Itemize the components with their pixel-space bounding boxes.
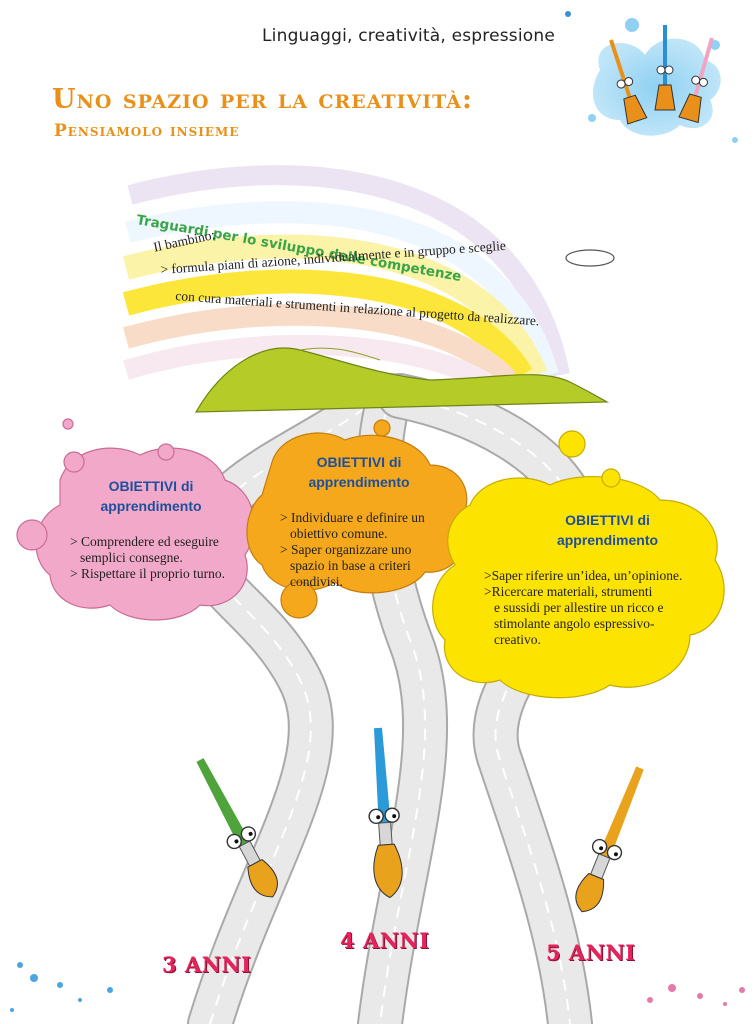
objective-title-line: apprendimento bbox=[100, 498, 202, 514]
objective-title-5-anni: OBIETTIVI di apprendimento bbox=[540, 510, 675, 550]
subject-label: Linguaggi, creatività, espressione bbox=[262, 26, 556, 46]
objective-title-line: OBIETTIVI di bbox=[316, 454, 402, 470]
list-item: semplici consegne. bbox=[80, 550, 183, 565]
brush-character-icon bbox=[654, 25, 676, 111]
brush-character-icon bbox=[196, 758, 278, 898]
list-item: > Comprendere ed eseguire bbox=[70, 534, 219, 549]
cloud-pink bbox=[16, 418, 255, 621]
age-label-4: 4 ANNI bbox=[340, 928, 430, 953]
objective-title-4-anni: OBIETTIVI di apprendimento bbox=[294, 452, 424, 492]
page-title: Uno spazio per la creatività: bbox=[52, 84, 473, 115]
rainbow bbox=[122, 165, 570, 394]
cloud-yellow bbox=[432, 430, 725, 699]
list-item: condivisi. bbox=[290, 574, 343, 589]
age-label-5: 5 ANNI bbox=[546, 940, 636, 965]
list-item: spazio in base a criteri bbox=[290, 558, 411, 573]
list-item: > Rispettare il proprio turno. bbox=[70, 566, 225, 581]
page-subtitle: Pensiamolo insieme bbox=[54, 121, 240, 141]
paint-splash-icon bbox=[10, 962, 113, 1012]
list-item: obiettivo comune. bbox=[290, 526, 388, 541]
objective-title-line: apprendimento bbox=[308, 474, 410, 490]
objective-title-line: OBIETTIVI di bbox=[565, 512, 650, 528]
objective-list-5-anni: >Saper riferire un’idea, un’opinione. >R… bbox=[484, 568, 714, 648]
list-item: stimolante angolo espressivo- bbox=[494, 616, 655, 631]
green-hill bbox=[194, 347, 610, 413]
objective-title-line: OBIETTIVI di bbox=[108, 478, 194, 494]
objective-list-4-anni: > Individuare e definire un obiettivo co… bbox=[280, 510, 460, 590]
list-item: > Saper organizzare uno bbox=[280, 542, 412, 557]
list-item: >Saper riferire un’idea, un’opinione. bbox=[484, 568, 683, 583]
brush-character-icon bbox=[368, 727, 403, 899]
objective-title-3-anni: OBIETTIVI di apprendimento bbox=[86, 476, 216, 516]
list-item: e sussidi per allestire un ricco e bbox=[494, 600, 664, 615]
age-label-3: 3 ANNI bbox=[162, 952, 252, 977]
paint-splash-icon bbox=[647, 984, 745, 1006]
brush-character-icon bbox=[678, 37, 714, 124]
list-item: > Individuare e definire un bbox=[280, 510, 425, 525]
objective-list-3-anni: > Comprendere ed eseguire semplici conse… bbox=[70, 534, 245, 582]
brush-character-icon bbox=[609, 39, 648, 125]
list-item: >Ricercare materiali, strumenti bbox=[484, 584, 653, 599]
paint-splash-icon bbox=[565, 11, 738, 143]
small-cloud-icon bbox=[565, 249, 615, 267]
list-item: creativo. bbox=[494, 632, 541, 647]
cloud-orange bbox=[246, 419, 468, 619]
objective-title-line: apprendimento bbox=[556, 532, 659, 548]
brush-character-icon bbox=[575, 766, 644, 913]
